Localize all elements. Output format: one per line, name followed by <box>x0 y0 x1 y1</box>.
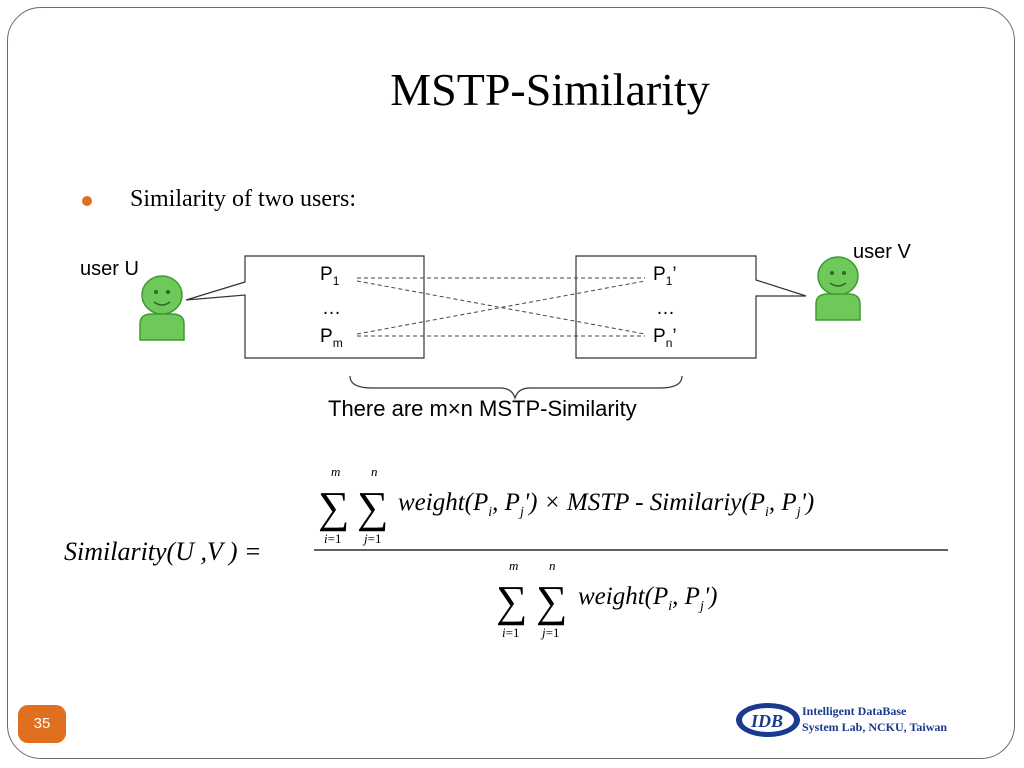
user-v-callout <box>575 255 807 359</box>
slide-title: MSTP-Similarity <box>390 64 710 115</box>
svg-text:n: n <box>549 558 556 573</box>
user-v-label: user V <box>853 241 911 263</box>
user-u-callout <box>185 255 425 359</box>
lab-line-1: Intelligent DataBase <box>802 704 907 718</box>
svg-text:∑: ∑ <box>536 577 567 626</box>
svg-text:i=1: i=1 <box>502 625 519 640</box>
bullet-text: Similarity of two users: <box>130 186 356 212</box>
left-dots-label: … <box>322 298 341 319</box>
similarity-formula: Similarity(U ,V ) = m ∑ i=1 n ∑ j=1 weig… <box>64 464 948 640</box>
lab-line-2: System Lab, NCKU, Taiwan <box>802 720 948 734</box>
svg-text:j=1: j=1 <box>540 625 559 640</box>
user-v-icon <box>815 256 861 321</box>
svg-text:weight(Pi, Pj') × MSTP - Simil: weight(Pi, Pj') × MSTP - Similariy(Pi, P… <box>398 489 814 520</box>
formula-numerator: m ∑ i=1 n ∑ j=1 weight(Pi, Pj') × MSTP -… <box>318 464 814 546</box>
svg-text:i=1: i=1 <box>324 531 341 546</box>
right-pn-label: Pn’ <box>653 326 677 350</box>
svg-text:∑: ∑ <box>318 483 349 532</box>
formula-denominator: m ∑ i=1 n ∑ j=1 weight(Pi, Pj') <box>496 558 718 640</box>
idb-logo-text: IDB <box>750 711 783 731</box>
right-dots-label: … <box>656 298 675 319</box>
right-p1-label: P1’ <box>653 264 677 288</box>
bullet-icon <box>82 196 92 206</box>
svg-text:n: n <box>371 464 378 479</box>
svg-text:m: m <box>331 464 340 479</box>
caption-brace <box>349 375 683 401</box>
svg-text:m: m <box>509 558 518 573</box>
slide-frame <box>7 7 1015 759</box>
page-number-badge: 35 <box>18 705 66 743</box>
mxn-caption: There are m×n MSTP-Similarity <box>328 396 637 421</box>
svg-text:weight(Pi, Pj'): weight(Pi, Pj') <box>578 583 718 614</box>
svg-text:j=1: j=1 <box>362 531 381 546</box>
left-pm-label: Pm <box>320 326 343 350</box>
svg-text:∑: ∑ <box>496 577 527 626</box>
svg-text:∑: ∑ <box>357 483 388 532</box>
idb-logo-icon: IDB <box>736 703 800 737</box>
left-p1-label: P1 <box>320 264 340 288</box>
formula-lhs: Similarity(U ,V ) = <box>64 537 262 566</box>
user-u-icon <box>139 275 185 341</box>
lab-name: Intelligent DataBase System Lab, NCKU, T… <box>802 703 947 735</box>
user-u-label: user U <box>80 258 139 280</box>
pattern-connections <box>356 277 646 337</box>
similarity-diagram <box>139 255 861 401</box>
